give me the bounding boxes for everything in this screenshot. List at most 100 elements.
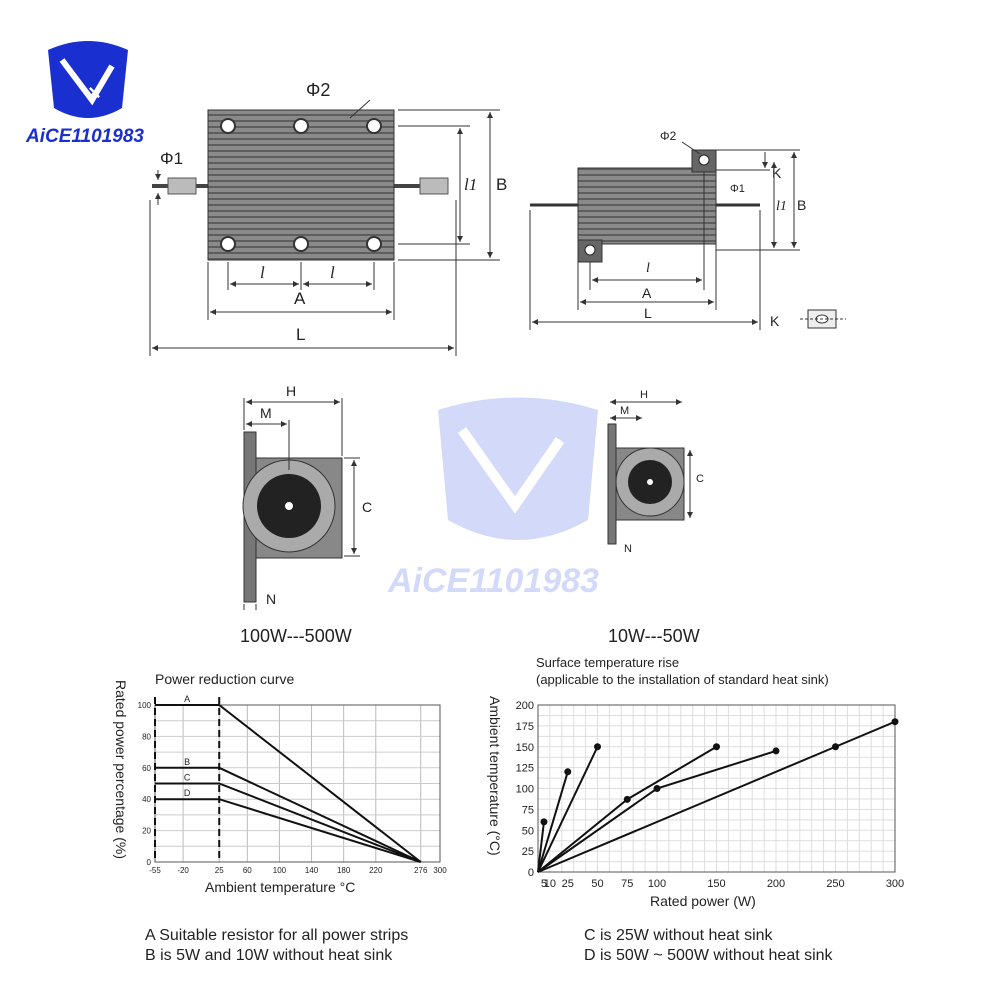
chart1-series-label: C — [184, 773, 191, 783]
chart1-xlabel: Ambient temperature °C — [205, 879, 355, 895]
label-K-side: K — [770, 313, 780, 329]
chart1-xtick: 60 — [243, 866, 252, 875]
chart1-ytick: 100 — [138, 701, 152, 710]
chart2-ytick: 75 — [522, 804, 534, 816]
chart2-xtick: 100 — [648, 878, 666, 890]
label-B: B — [496, 175, 507, 194]
chart2-frame — [537, 704, 896, 873]
chart2-point — [623, 795, 631, 803]
mount-holes — [220, 118, 382, 252]
label-phi1-small: Φ1 — [730, 183, 745, 195]
caption-small: 10W---50W — [608, 626, 700, 646]
chart2-series-line — [537, 746, 599, 873]
note-d: D is 50W ~ 500W without heat sink — [584, 947, 833, 964]
chart1-series-label: B — [184, 757, 190, 767]
label-L-small: L — [644, 305, 652, 321]
label-A: A — [294, 289, 306, 308]
watermark-text: AiCE1101983 — [387, 562, 599, 600]
chart1-series-label: D — [184, 788, 191, 798]
chart1-xtick: 300 — [433, 866, 447, 875]
chart2-subtitle: (applicable to the installation of stand… — [536, 672, 829, 687]
heatsink-body — [207, 109, 395, 261]
chart1-series-D — [155, 798, 422, 863]
chart2-ytick: 100 — [516, 784, 534, 796]
chart2-xtick: 300 — [886, 878, 904, 890]
caption-large: 100W---500W — [240, 626, 352, 646]
resistor-top-view-large: Φ2 Φ1 l1 B l l A L — [149, 80, 507, 356]
chart2-xtick: 50 — [591, 878, 603, 890]
chart1-ytick: 80 — [142, 732, 151, 741]
chart1-series-C — [155, 782, 422, 863]
heatsink-body-small — [577, 167, 717, 245]
label-phi1: Φ1 — [160, 149, 183, 168]
note-a: A Suitable resistor for all power strips — [145, 927, 409, 944]
label-L: L — [296, 325, 305, 344]
label-H-small: H — [640, 389, 648, 401]
chart1-xtick: 180 — [337, 866, 351, 875]
chart2-ytick: 25 — [522, 846, 534, 858]
chart2-series-line — [537, 771, 569, 873]
chart1-xtick: -55 — [149, 866, 161, 875]
chart2-point — [772, 747, 780, 755]
chart1-ytick: 0 — [147, 858, 152, 867]
chart2-point — [891, 718, 899, 726]
label-H: H — [286, 383, 296, 399]
chart2-ytick: 50 — [522, 825, 534, 837]
chart2-xtick: 5 — [541, 878, 547, 890]
chart2-ytick: 175 — [516, 721, 534, 733]
label-C-small: C — [696, 473, 704, 485]
logo-text: AiCE1101983 — [25, 126, 144, 147]
chart1-ytick: 40 — [142, 795, 151, 804]
chart2-xtick: 25 — [562, 878, 574, 890]
note-b: B is 5W and 10W without heat sink — [145, 947, 393, 964]
chart2-ytick: 0 — [528, 867, 534, 879]
label-N: N — [266, 591, 276, 607]
chart1-ytick: 60 — [142, 764, 151, 773]
chart2-xtick: 150 — [707, 878, 725, 890]
label-C: C — [362, 499, 372, 515]
logo-x-mark: × — [88, 80, 101, 105]
chart2-point — [564, 768, 572, 776]
chart2-xlabel: Rated power (W) — [650, 893, 756, 909]
label-l-a: l — [260, 263, 265, 282]
resistor-top-view-small: Φ2 Φ1 K l1 B l A L K — [529, 129, 846, 330]
label-l1-small: l1 — [776, 199, 787, 214]
chart1-xtick: 276 — [414, 866, 428, 875]
label-K-top: K — [772, 165, 782, 181]
power-reduction-chart: Power reduction curve Rated power percen… — [113, 671, 447, 895]
chart2-xtick: 250 — [826, 878, 844, 890]
chart2-point — [594, 743, 601, 751]
chart2-series-line — [537, 821, 545, 873]
chart2-point — [540, 818, 548, 826]
chart2-ytick: 150 — [516, 742, 534, 754]
brand-logo: × AiCE1101983 — [25, 41, 144, 147]
logo-arrow-icon — [59, 58, 115, 106]
chart1-xtick: 220 — [369, 866, 383, 875]
shield-icon — [48, 41, 128, 118]
chart2-ytick: 200 — [516, 700, 534, 712]
temperature-rise-chart: Surface temperature rise (applicable to … — [487, 655, 904, 909]
label-N-small: N — [624, 543, 632, 555]
side-view-large: H M C N 100W---500W — [240, 383, 372, 646]
chart1-xtick: 25 — [215, 866, 224, 875]
chart2-xtick: 200 — [767, 878, 785, 890]
label-l-small: l — [646, 261, 650, 276]
watermark-shield-icon — [438, 397, 598, 540]
note-c: C is 25W without heat sink — [584, 927, 773, 944]
watermark: AiCE1101983 — [387, 397, 599, 600]
chart1-series-B — [155, 766, 422, 863]
chart1-xtick: -20 — [177, 866, 189, 875]
label-M-small: M — [620, 405, 629, 417]
chart1-series-A — [155, 704, 422, 863]
chart1-ylabel: Rated power percentage (%) — [113, 680, 129, 859]
side-view-small: H M C N 10W---50W — [607, 389, 704, 646]
chart2-xtick: 10 — [544, 878, 556, 890]
chart1-ytick: 20 — [142, 827, 151, 836]
label-l-b: l — [330, 263, 335, 282]
label-phi2-small: Φ2 — [660, 129, 677, 143]
chart1-series-label: A — [184, 694, 190, 704]
label-B-small: B — [797, 197, 806, 213]
label-phi2: Φ2 — [306, 80, 330, 100]
chart2-xtick: 75 — [621, 878, 633, 890]
